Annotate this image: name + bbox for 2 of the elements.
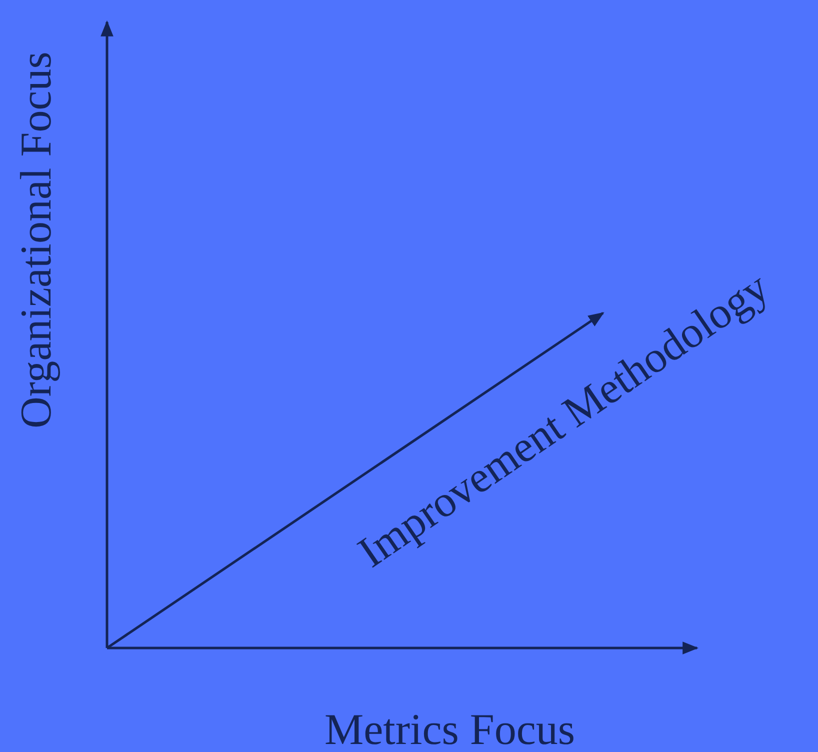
axis-title: Metrics Focus [324, 708, 576, 752]
axis-title: Organizational Focus [14, 52, 58, 428]
